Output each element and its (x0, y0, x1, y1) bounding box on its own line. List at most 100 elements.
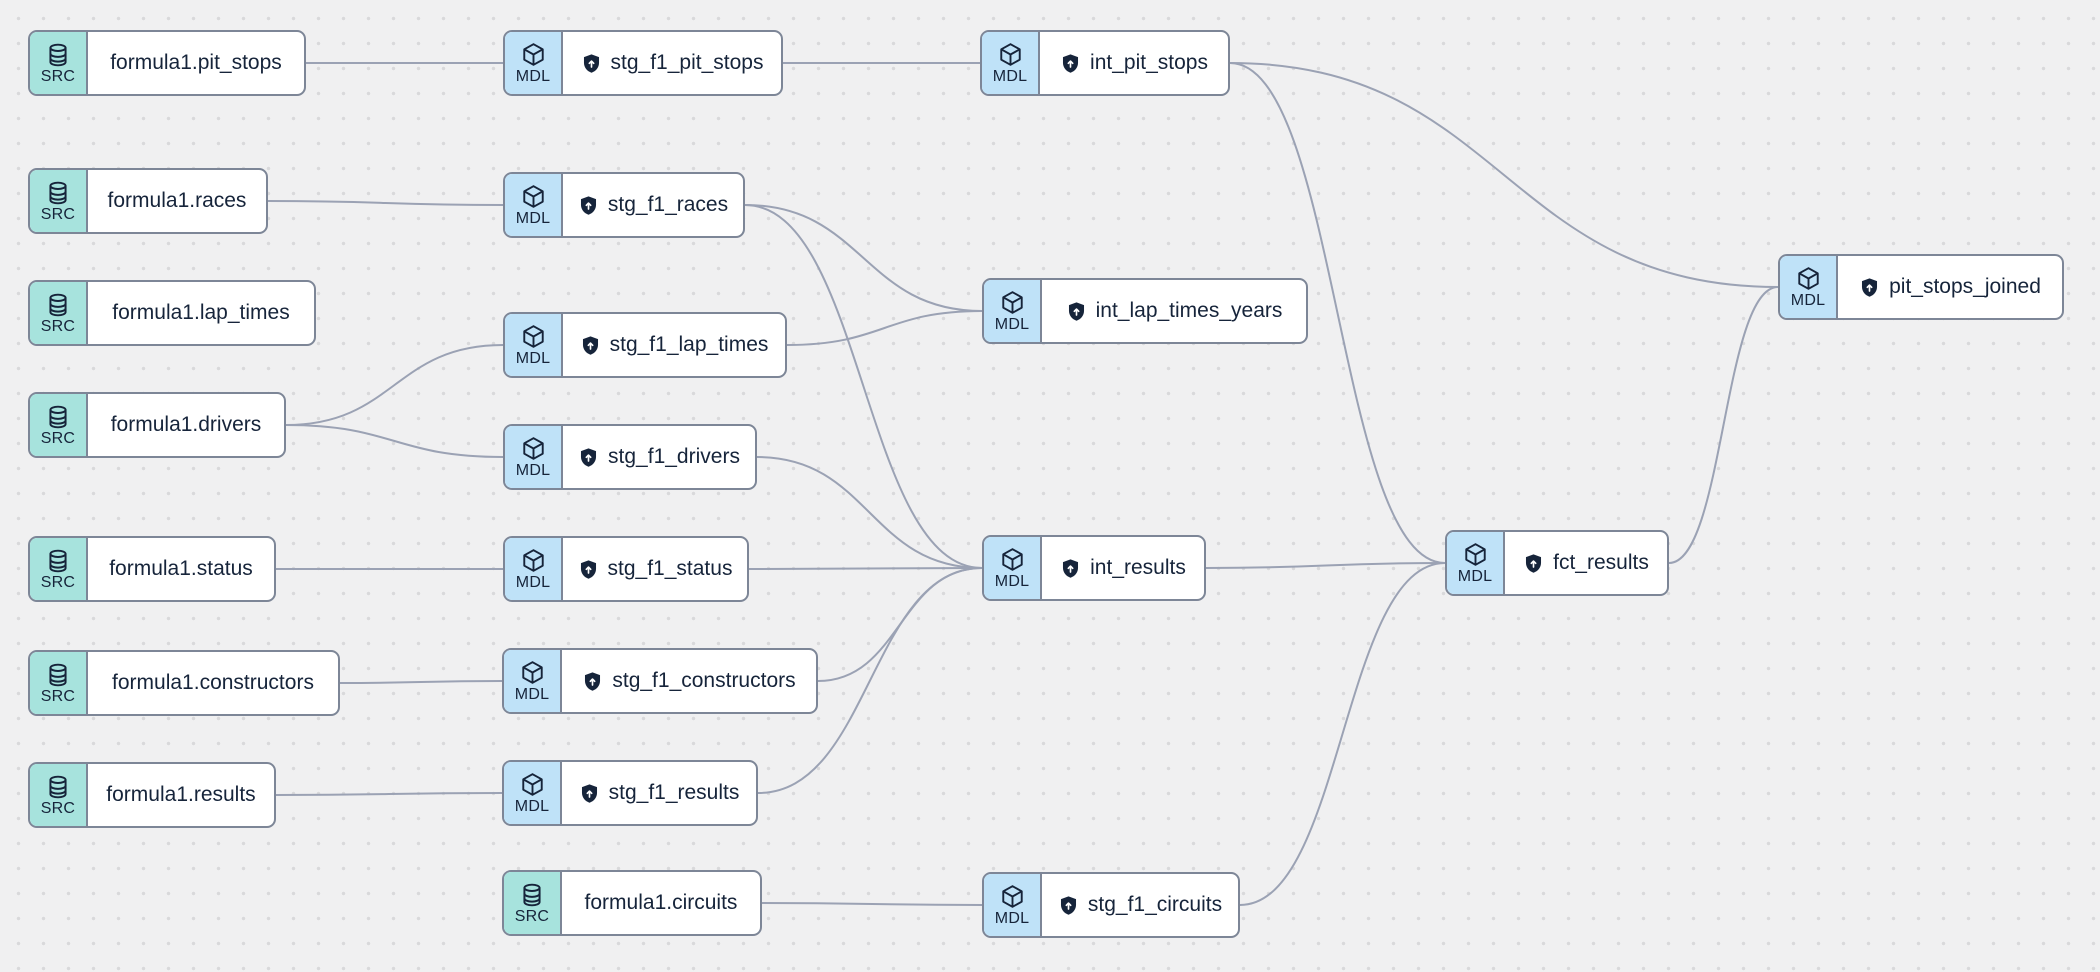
edge-stg-drivers-to-int-results (756, 456, 983, 569)
node-kind-badge: MDL (505, 538, 563, 600)
node-stg-results[interactable]: MDL stg_f1_results (502, 760, 758, 826)
shield-icon (578, 447, 599, 468)
database-icon (45, 404, 71, 430)
edge-int-results-to-fct-results (1205, 562, 1446, 569)
shield-icon (1066, 301, 1087, 322)
node-src-races[interactable]: SRC formula1.races (28, 168, 268, 234)
node-src-results[interactable]: SRC formula1.results (28, 762, 276, 828)
node-body: stg_f1_results (562, 762, 756, 824)
node-kind-badge: MDL (1780, 256, 1838, 318)
node-label: fct_results (1553, 551, 1649, 574)
node-body: stg_f1_drivers (563, 426, 755, 488)
edge-src-drivers-to-stg-lap-times (285, 344, 504, 426)
node-label: formula1.results (106, 783, 256, 806)
node-kind-badge: SRC (30, 32, 88, 94)
node-label: pit_stops_joined (1889, 275, 2041, 298)
node-stg-races[interactable]: MDL stg_f1_races (503, 172, 745, 238)
node-src-lap-times[interactable]: SRC formula1.lap_times (28, 280, 316, 346)
node-kind-caption: MDL (1457, 568, 1493, 585)
edge-stg-circuits-to-fct-results (1239, 562, 1446, 906)
node-body: formula1.circuits (562, 872, 760, 934)
node-body: stg_f1_status (563, 538, 747, 600)
node-kind-badge: MDL (505, 32, 563, 94)
cube-icon (1795, 265, 1822, 292)
node-kind-caption: MDL (514, 686, 550, 703)
node-kind-badge: MDL (505, 314, 563, 376)
node-body: int_lap_times_years (1042, 280, 1306, 342)
node-label: formula1.races (107, 189, 247, 212)
node-kind-caption: MDL (515, 462, 551, 479)
node-stg-drivers[interactable]: MDL stg_f1_drivers (503, 424, 757, 490)
cube-icon (520, 41, 547, 68)
node-body: formula1.races (88, 170, 266, 232)
node-body: fct_results (1505, 532, 1667, 594)
node-label: int_lap_times_years (1095, 299, 1283, 322)
node-body: formula1.lap_times (88, 282, 314, 344)
node-label: stg_f1_drivers (608, 445, 740, 468)
cube-icon (520, 435, 547, 462)
node-kind-caption: MDL (515, 574, 551, 591)
cube-icon (520, 183, 547, 210)
node-kind-badge: SRC (30, 538, 88, 600)
shield-icon (1060, 53, 1081, 74)
node-kind-caption: SRC (40, 799, 76, 817)
cube-icon (519, 771, 546, 798)
node-stg-lap-times[interactable]: MDL stg_f1_lap_times (503, 312, 787, 378)
node-int-pit-stops[interactable]: MDL int_pit_stops (980, 30, 1230, 96)
node-kind-badge: SRC (30, 282, 88, 344)
cube-icon (999, 546, 1026, 573)
node-label: stg_f1_races (607, 193, 729, 216)
node-body: stg_f1_pit_stops (563, 32, 781, 94)
edge-src-results-to-stg-results (275, 792, 503, 796)
node-kind-badge: SRC (30, 394, 88, 456)
node-kind-caption: MDL (992, 68, 1028, 85)
node-kind-caption: SRC (40, 573, 76, 591)
node-kind-caption: SRC (40, 317, 76, 335)
database-icon (45, 42, 71, 68)
node-kind-badge: MDL (505, 174, 563, 236)
cube-icon (997, 41, 1024, 68)
database-icon (519, 882, 545, 908)
edge-int-pit-stops-to-pit-stops-joined (1229, 62, 1779, 288)
database-icon (45, 662, 71, 688)
cube-icon (999, 289, 1026, 316)
node-body: pit_stops_joined (1838, 256, 2062, 318)
shield-icon (578, 195, 599, 216)
node-stg-circuits[interactable]: MDL stg_f1_circuits (982, 872, 1240, 938)
node-label: formula1.status (109, 557, 253, 580)
node-label: stg_f1_circuits (1087, 893, 1223, 916)
edge-stg-status-to-int-results (748, 567, 983, 570)
node-kind-badge: MDL (1447, 532, 1505, 594)
edge-stg-lap-times-to-int-lap-times-years (786, 310, 983, 346)
database-icon (45, 774, 71, 800)
node-pit-stops-joined[interactable]: MDL pit_stops_joined (1778, 254, 2064, 320)
edge-src-constructors-to-stg-constructors (339, 680, 503, 684)
node-kind-badge: SRC (504, 872, 562, 934)
node-kind-caption: MDL (994, 910, 1030, 927)
cube-icon (1462, 541, 1489, 568)
node-label: int_results (1090, 556, 1186, 579)
node-label: int_pit_stops (1090, 51, 1208, 74)
node-kind-caption: MDL (514, 798, 550, 815)
node-label: stg_f1_lap_times (609, 333, 769, 356)
node-kind-caption: SRC (40, 205, 76, 223)
edge-stg-races-to-int-results (744, 204, 983, 569)
node-kind-badge: SRC (30, 170, 88, 232)
edge-src-races-to-stg-races (267, 200, 504, 206)
node-body: stg_f1_circuits (1042, 874, 1238, 936)
node-stg-status[interactable]: MDL stg_f1_status (503, 536, 749, 602)
node-fct-results[interactable]: MDL fct_results (1445, 530, 1669, 596)
node-src-status[interactable]: SRC formula1.status (28, 536, 276, 602)
node-kind-badge: MDL (504, 650, 562, 712)
edge-src-circuits-to-stg-circuits (761, 902, 983, 906)
